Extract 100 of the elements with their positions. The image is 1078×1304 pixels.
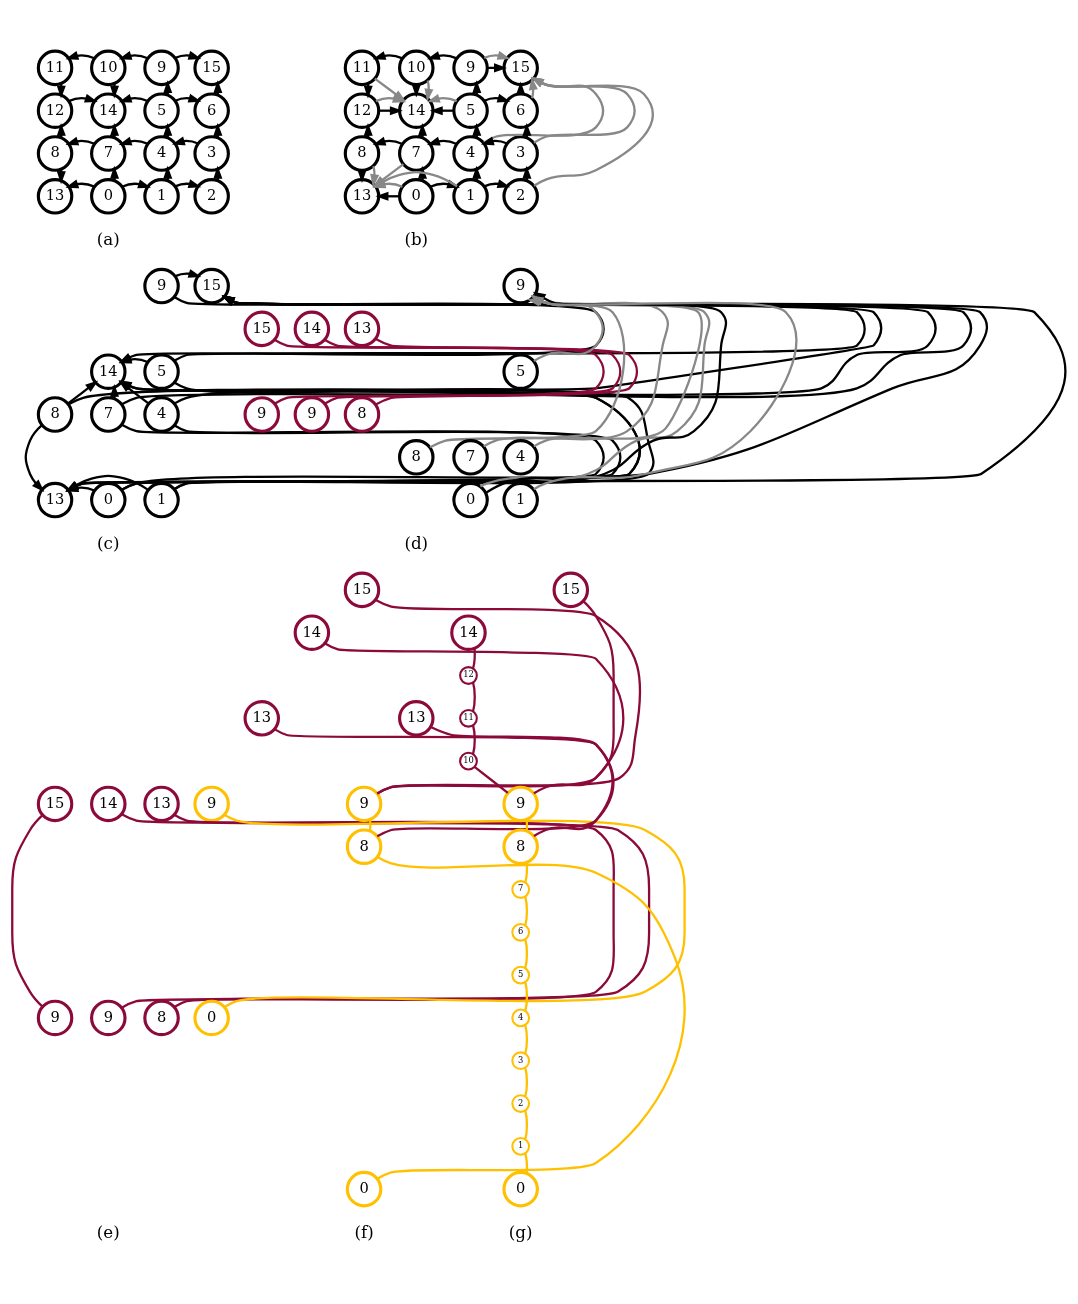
arrow bbox=[483, 50, 511, 60]
arrow bbox=[67, 380, 99, 405]
node-circle: 4 bbox=[143, 396, 180, 433]
node-circle: 8 bbox=[502, 828, 539, 865]
node-circle: 1 bbox=[511, 1136, 531, 1156]
node-circle: 9 bbox=[143, 49, 180, 87]
arrow bbox=[375, 94, 406, 103]
connector bbox=[471, 725, 476, 755]
node-circle: 0 bbox=[502, 1170, 539, 1208]
node-circle: 14 bbox=[90, 92, 127, 129]
connector bbox=[274, 728, 615, 838]
node-circle: 8 bbox=[143, 999, 180, 1037]
node-circle: 0 bbox=[90, 481, 127, 519]
node-circle: 9 bbox=[90, 999, 127, 1037]
node-circle: 15 bbox=[193, 49, 230, 87]
node-circle: 3 bbox=[511, 1051, 531, 1071]
node-circle: 6 bbox=[511, 922, 531, 942]
label: (f) bbox=[354, 1222, 374, 1242]
node-circle: 1 bbox=[143, 481, 180, 519]
connector bbox=[274, 338, 605, 405]
node-circle: 0 bbox=[452, 481, 489, 519]
arrow bbox=[372, 51, 403, 60]
node-circle: 8 bbox=[36, 396, 74, 433]
arrow bbox=[530, 295, 703, 448]
node-circle: 14 bbox=[293, 614, 331, 651]
node-circle: 8 bbox=[343, 396, 381, 433]
connector bbox=[533, 600, 615, 795]
connector bbox=[471, 648, 476, 669]
node-circle: 12 bbox=[343, 92, 381, 129]
label: (g) bbox=[508, 1222, 533, 1242]
connector bbox=[524, 1153, 529, 1174]
arrow bbox=[68, 93, 98, 103]
arrow bbox=[530, 295, 604, 363]
node-circle: 9 bbox=[452, 49, 489, 87]
node-circle: 7 bbox=[452, 439, 489, 476]
node-circle: 15 bbox=[243, 310, 281, 348]
arrow bbox=[483, 93, 511, 103]
node-circle: 9 bbox=[293, 396, 331, 433]
node-circle: 12 bbox=[459, 666, 478, 685]
node-circle: 15 bbox=[343, 571, 381, 609]
node-circle: 10 bbox=[459, 751, 478, 771]
node-circle: 5 bbox=[502, 353, 539, 390]
node-circle: 15 bbox=[552, 571, 590, 609]
connector bbox=[524, 896, 529, 926]
arrow bbox=[118, 136, 149, 146]
node-circle: 13 bbox=[243, 700, 281, 737]
node-circle: 0 bbox=[193, 999, 230, 1037]
arrow bbox=[174, 50, 202, 60]
node-circle: 8 bbox=[398, 439, 435, 476]
node-circle: 15 bbox=[193, 267, 230, 305]
arrow bbox=[65, 51, 95, 60]
arrow bbox=[426, 93, 458, 103]
node-circle: 9 bbox=[502, 785, 539, 823]
arrow bbox=[174, 269, 202, 278]
node-circle: 12 bbox=[36, 92, 74, 129]
arrow bbox=[372, 136, 403, 146]
node-circle: 15 bbox=[36, 785, 74, 823]
connector bbox=[376, 856, 686, 1180]
node-circle: 9 bbox=[243, 396, 281, 433]
connector bbox=[524, 1024, 529, 1054]
node-circle: 9 bbox=[36, 999, 74, 1037]
node-circle: 14 bbox=[398, 92, 435, 129]
node-circle: 11 bbox=[459, 708, 478, 728]
arrow bbox=[424, 80, 434, 102]
node-circle: 9 bbox=[143, 267, 180, 305]
connector bbox=[324, 642, 625, 795]
arrow bbox=[121, 179, 151, 189]
node-circle: 14 bbox=[90, 785, 127, 823]
node-circle: 13 bbox=[143, 785, 180, 823]
connector bbox=[524, 862, 529, 883]
node-circle: 15 bbox=[502, 49, 539, 87]
label: (e) bbox=[96, 1222, 120, 1242]
node-circle: 5 bbox=[143, 353, 180, 390]
connector bbox=[524, 939, 529, 969]
arrow bbox=[174, 93, 202, 103]
connector bbox=[474, 766, 509, 794]
node-circle: 14 bbox=[293, 310, 331, 348]
node-circle: 4 bbox=[502, 439, 539, 476]
arrow bbox=[118, 51, 149, 60]
node-circle: 13 bbox=[36, 481, 74, 519]
arrow bbox=[483, 76, 605, 144]
connector bbox=[524, 1110, 529, 1140]
node-circle: 8 bbox=[345, 828, 383, 865]
node-circle: 0 bbox=[345, 1170, 383, 1208]
label: (d) bbox=[404, 532, 429, 553]
node-circle: 1 bbox=[502, 481, 539, 519]
connector bbox=[524, 1067, 529, 1097]
connector bbox=[471, 682, 476, 712]
connector bbox=[224, 813, 686, 1008]
connector bbox=[430, 726, 614, 838]
connector bbox=[375, 598, 642, 795]
node-circle: 13 bbox=[343, 178, 381, 215]
arrow bbox=[65, 136, 95, 146]
label: (c) bbox=[97, 532, 120, 553]
node-circle: 5 bbox=[511, 965, 531, 985]
node-circle: 13 bbox=[36, 178, 74, 215]
connector bbox=[121, 813, 615, 1009]
connector bbox=[174, 813, 651, 1008]
node-circle: 7 bbox=[511, 880, 531, 899]
node-circle: 9 bbox=[193, 785, 230, 823]
